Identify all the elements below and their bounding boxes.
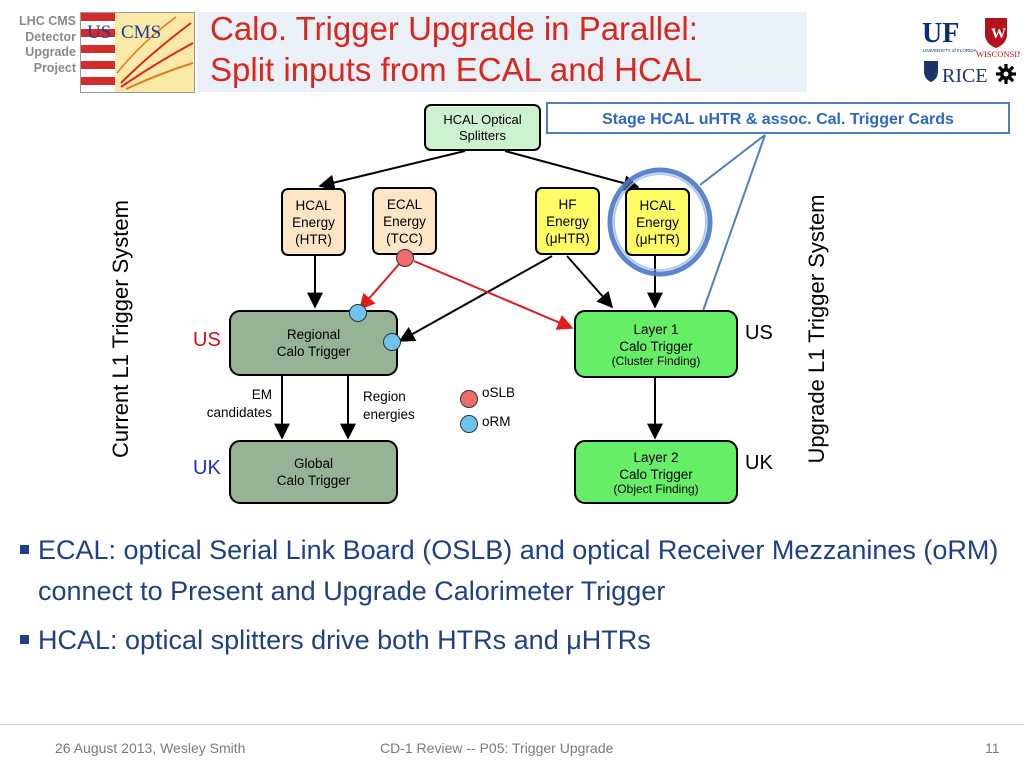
hcal-uhtr-node: HCAL Energy (μHTR) <box>625 188 690 256</box>
current-system-label: Current L1 Trigger System <box>108 200 133 458</box>
bullet-text: HCAL: optical splitters drive both HTRs … <box>38 625 651 655</box>
callout-pointer-2 <box>702 134 766 312</box>
bullet-text: ECAL: optical Serial Link Board (OSLB) a… <box>38 535 999 606</box>
hcal-optical-splitters-node: HCAL Optical Splitters <box>424 104 541 151</box>
bullet-square-icon <box>20 545 29 554</box>
logo-us-text: US <box>87 22 111 43</box>
wisconsin-logo-text: WISCONSIN <box>976 49 1020 59</box>
arrow-splitters-htr <box>318 150 466 191</box>
page-number: 11 <box>985 740 1000 756</box>
layer1-sublabel: (Cluster Finding) <box>611 353 701 368</box>
footer-center: CD-1 Review -- P05: Trigger Upgrade <box>380 740 614 756</box>
us-tag-left: US <box>193 329 221 351</box>
layer1-label: Layer 1 Calo Trigger <box>619 321 693 354</box>
bullet-list: ECAL: optical Serial Link Board (OSLB) a… <box>18 530 1008 669</box>
uk-tag-left: UK <box>193 457 221 479</box>
global-calo-trigger-node: Global Calo Trigger <box>229 440 398 504</box>
hf-uhtr-node: HF Energy (μHTR) <box>535 187 600 255</box>
arrow-hf-layer1 <box>566 255 614 309</box>
hcal-htr-node: HCAL Energy (HTR) <box>281 188 346 256</box>
em-candidates-label: EM candidates <box>206 387 272 420</box>
ecal-tcc-node: ECAL Energy (TCC) <box>372 187 437 255</box>
us-tag-right: US <box>745 322 773 344</box>
title-line-2: Split inputs from ECAL and HCAL <box>210 51 703 88</box>
upgrade-system-label: Upgrade L1 Trigger System <box>804 194 829 464</box>
footer-date-author: 26 August 2013, Wesley Smith <box>55 740 246 756</box>
florida-logo-text: UNIVERSITY of FLORIDA <box>923 48 978 53</box>
legend-oslb-label: oSLB <box>482 385 516 400</box>
title-bar <box>197 12 807 92</box>
highlight-ring <box>607 167 713 277</box>
university-logos: UF UNIVERSITY of FLORIDA W WISCONSIN RIC… <box>920 8 1023 88</box>
logo-cms-text: CMS <box>121 22 161 43</box>
uscms-logo: US CMS <box>80 12 195 93</box>
uf-logo-text: UF <box>922 18 959 49</box>
org-label: LHC CMS Detector Upgrade Project <box>19 14 76 75</box>
callout-box: Stage HCAL uHTR & assoc. Cal. Trigger Ca… <box>546 102 1010 134</box>
layer1-calo-trigger-node: Layer 1 Calo Trigger (Cluster Finding) <box>574 310 738 378</box>
bullet-item: HCAL: optical splitters drive both HTRs … <box>18 620 1008 661</box>
bullet-square-icon <box>20 635 29 644</box>
title-line-1: Calo. Trigger Upgrade in Parallel: <box>210 10 698 47</box>
regional-calo-trigger-node: Regional Calo Trigger <box>229 310 398 376</box>
layer2-sublabel: (Object Finding) <box>613 481 699 496</box>
svg-text:W: W <box>991 26 1006 42</box>
callout-pointer-1 <box>699 134 766 186</box>
footer-divider <box>0 724 1024 725</box>
arrow-splitters-uhtr <box>504 150 640 191</box>
page-title: Calo. Trigger Upgrade in Parallel: Split… <box>210 8 702 90</box>
arrow-hf-regional <box>398 255 553 342</box>
region-energies-label: Region energies <box>363 389 415 422</box>
layer2-calo-trigger-node: Layer 2 Calo Trigger (Object Finding) <box>574 440 738 504</box>
arrow-tcc-regional <box>358 262 401 311</box>
uk-tag-right: UK <box>745 452 773 474</box>
arrow-tcc-layer1 <box>413 260 574 330</box>
layer2-label: Layer 2 Calo Trigger <box>619 449 693 482</box>
bullet-item: ECAL: optical Serial Link Board (OSLB) a… <box>18 530 1008 612</box>
legend-orm-label: oRM <box>482 414 511 429</box>
rice-logo-text: RICE <box>942 65 988 87</box>
